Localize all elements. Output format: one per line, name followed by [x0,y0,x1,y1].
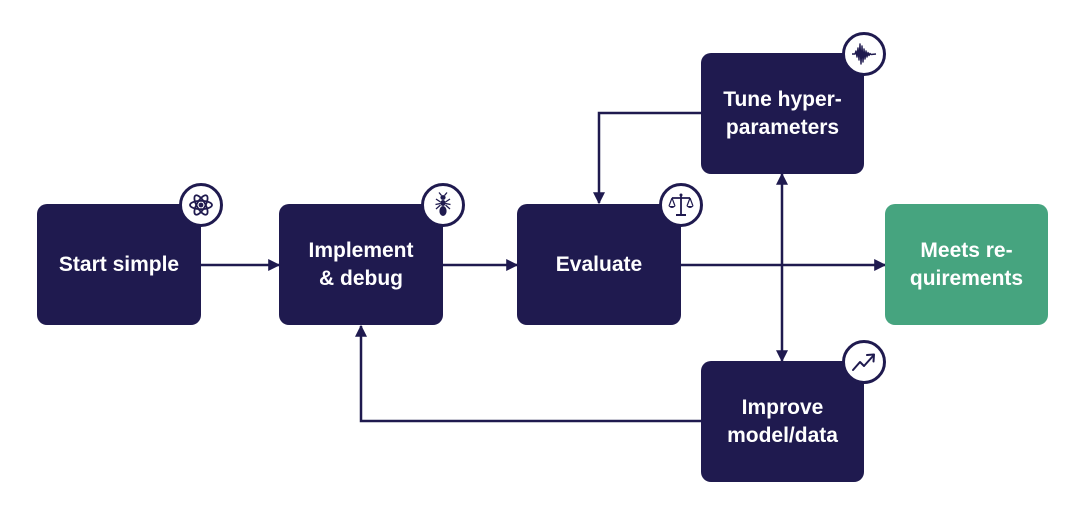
node-evaluate: Evaluate [517,204,681,325]
waveform-icon [842,32,886,76]
ant-bug-icon [421,183,465,227]
node-evaluate-label: Evaluate [555,252,643,276]
node-implement-debug-label: Implement & debug [308,238,414,290]
atom-icon [179,183,223,227]
edge-tune-to-evaluate [593,111,701,205]
node-start-simple-label: Start simple [58,252,180,276]
balance-scale-icon [659,183,703,227]
node-tune-hyperparameters-label: Tune hyper- parameters [723,87,842,139]
node-improve-model-data-label: Improve model/data [727,395,838,447]
node-start-simple: Start simple [37,204,201,325]
trend-line-icon [842,340,886,384]
node-improve-model-data: Improve model/data [701,361,864,482]
node-meets-requirements-label: Meets re- quirements [909,238,1024,290]
edge-improve-to-implement [355,324,701,423]
node-implement-debug: Implement & debug [279,204,443,325]
node-meets-requirements: Meets re- quirements [885,204,1048,325]
node-tune-hyperparameters: Tune hyper- parameters [701,53,864,174]
